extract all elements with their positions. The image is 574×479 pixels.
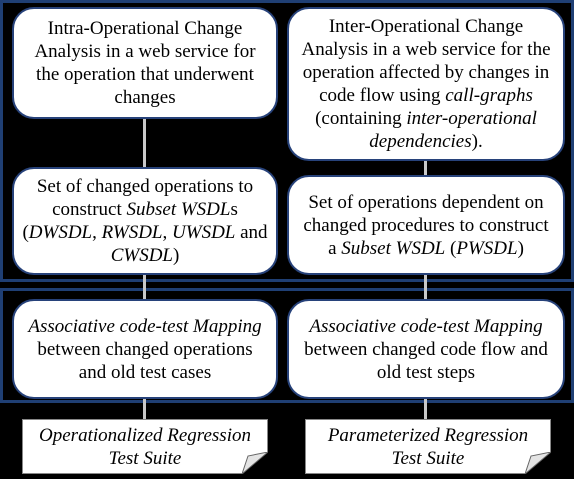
connector-left-2	[143, 274, 146, 300]
mapping-code-flow-text: Associative code-test Mapping between ch…	[304, 315, 548, 383]
connector-right-3	[424, 398, 427, 420]
changed-operations-box: Set of changed operations to construct S…	[12, 167, 278, 275]
dependent-operations-text: Set of operations dependent on changed p…	[303, 191, 549, 259]
inter-operational-analysis-box: Inter-Operational Change Analysis in a w…	[287, 7, 565, 161]
mapping-operations-box: Associative code-test Mapping between ch…	[12, 299, 278, 399]
page-fold-icon	[525, 452, 551, 474]
inter-operational-analysis-text: Inter-Operational Change Analysis in a w…	[301, 16, 551, 152]
intra-operational-analysis-text: Intra-Operational Change Analysis in a w…	[34, 18, 256, 108]
dependent-operations-box: Set of operations dependent on changed p…	[287, 175, 565, 275]
connector-right-2	[424, 274, 427, 300]
page-fold-icon	[242, 452, 268, 474]
connector-left-1	[143, 118, 146, 168]
intra-operational-analysis-box: Intra-Operational Change Analysis in a w…	[12, 7, 278, 119]
connector-left-3	[143, 398, 146, 420]
mapping-code-flow-box: Associative code-test Mapping between ch…	[287, 299, 565, 399]
mapping-operations-text: Associative code-test Mapping between ch…	[28, 315, 262, 383]
top-section-frame	[0, 0, 574, 282]
connector-right-1	[424, 160, 427, 176]
parameterized-test-suite-document: Parameterized Regression Test Suite	[305, 419, 551, 474]
changed-operations-text: Set of changed operations to construct S…	[22, 176, 268, 266]
parameterized-test-suite-label: Parameterized Regression Test Suite	[327, 424, 529, 469]
operationalized-test-suite-label: Operationalized Regression Test Suite	[39, 424, 251, 469]
middle-section-frame	[0, 288, 574, 403]
operationalized-test-suite-document: Operationalized Regression Test Suite	[22, 419, 268, 474]
